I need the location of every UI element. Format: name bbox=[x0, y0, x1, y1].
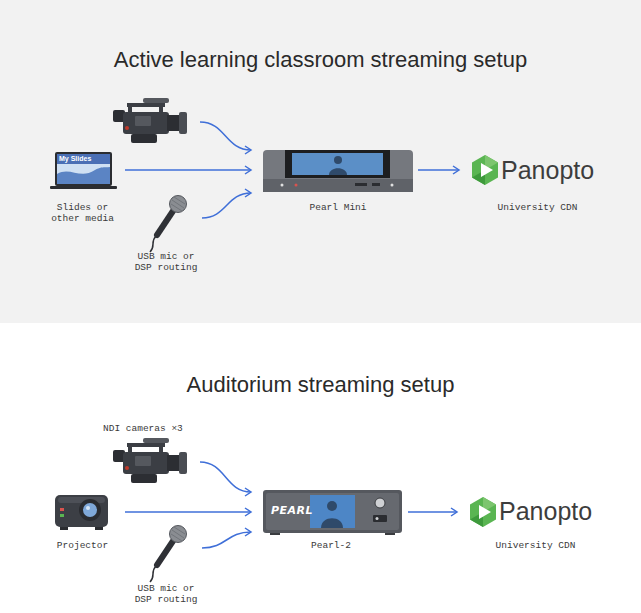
arrow-line bbox=[125, 511, 251, 513]
signal-arrow bbox=[125, 166, 251, 174]
projector-icon bbox=[55, 495, 108, 530]
arrow-line bbox=[408, 511, 457, 513]
panel-title: Active learning classroom streaming setu… bbox=[0, 46, 641, 74]
microphone-icon bbox=[150, 526, 187, 583]
pearl-mini-device bbox=[263, 150, 413, 192]
source-label: Slides or other media bbox=[45, 202, 120, 224]
arrow-line bbox=[418, 169, 459, 171]
signal-arrow bbox=[125, 508, 251, 516]
source-label: USB mic or DSP routing bbox=[130, 583, 202, 605]
signal-arrow bbox=[418, 166, 459, 174]
device-logo: PEARL bbox=[271, 504, 321, 517]
cdn-label: University CDN bbox=[483, 540, 588, 551]
brand-name: Panopto bbox=[501, 155, 593, 185]
laptop-icon bbox=[50, 152, 117, 189]
microphone-icon bbox=[150, 196, 187, 253]
encoder-node: PEARL Pearl-2 bbox=[252, 487, 408, 555]
camera-icon bbox=[113, 438, 187, 483]
signal-arrow bbox=[200, 462, 251, 496]
pearl-2-device bbox=[263, 490, 402, 535]
cdn-node: PanoptoUniversity CDN bbox=[460, 150, 595, 218]
arrow-head bbox=[451, 508, 457, 516]
arrow-line bbox=[125, 169, 251, 171]
screen-title: My Slides bbox=[59, 155, 109, 163]
signal-arrow bbox=[202, 189, 251, 218]
panopto-logo bbox=[472, 155, 498, 185]
panopto-logo bbox=[470, 497, 496, 527]
signal-arrow bbox=[408, 508, 457, 516]
arrow-head bbox=[245, 166, 251, 174]
camera-node: NDI cameras ×3 bbox=[100, 415, 200, 490]
arrow-head bbox=[245, 508, 251, 516]
source-label: Projector bbox=[45, 540, 120, 551]
arrow-head bbox=[245, 146, 251, 154]
arrow-line bbox=[200, 462, 251, 492]
arrow-head bbox=[453, 166, 459, 174]
signal-arrow bbox=[202, 528, 251, 548]
cdn-label: University CDN bbox=[485, 202, 590, 213]
arrow-head bbox=[245, 488, 251, 496]
mic-node: USB mic or DSP routing bbox=[130, 192, 202, 275]
mic-node: USB mic or DSP routing bbox=[130, 522, 202, 608]
arrow-line bbox=[200, 122, 251, 150]
arrow-head bbox=[245, 528, 251, 536]
brand-name: Panopto bbox=[499, 496, 591, 526]
projector-node: Projector bbox=[45, 488, 125, 553]
device-label: Pearl-2 bbox=[281, 540, 381, 551]
source-label: USB mic or DSP routing bbox=[130, 251, 202, 273]
camera-icon bbox=[113, 98, 187, 143]
camera-node bbox=[110, 95, 200, 150]
arrow-head bbox=[245, 189, 251, 197]
arrow-line bbox=[202, 532, 251, 548]
camera-count: NDI cameras ×3 bbox=[103, 423, 198, 434]
panel-title: Auditorium streaming setup bbox=[0, 371, 641, 399]
laptop-node: My SlidesSlides or other media bbox=[40, 150, 125, 226]
device-label: Pearl Mini bbox=[288, 202, 388, 213]
arrow-line bbox=[202, 193, 251, 218]
cdn-node: PanoptoUniversity CDN bbox=[458, 492, 593, 557]
encoder-node: Pearl Mini bbox=[252, 145, 418, 217]
signal-arrow bbox=[200, 122, 251, 154]
